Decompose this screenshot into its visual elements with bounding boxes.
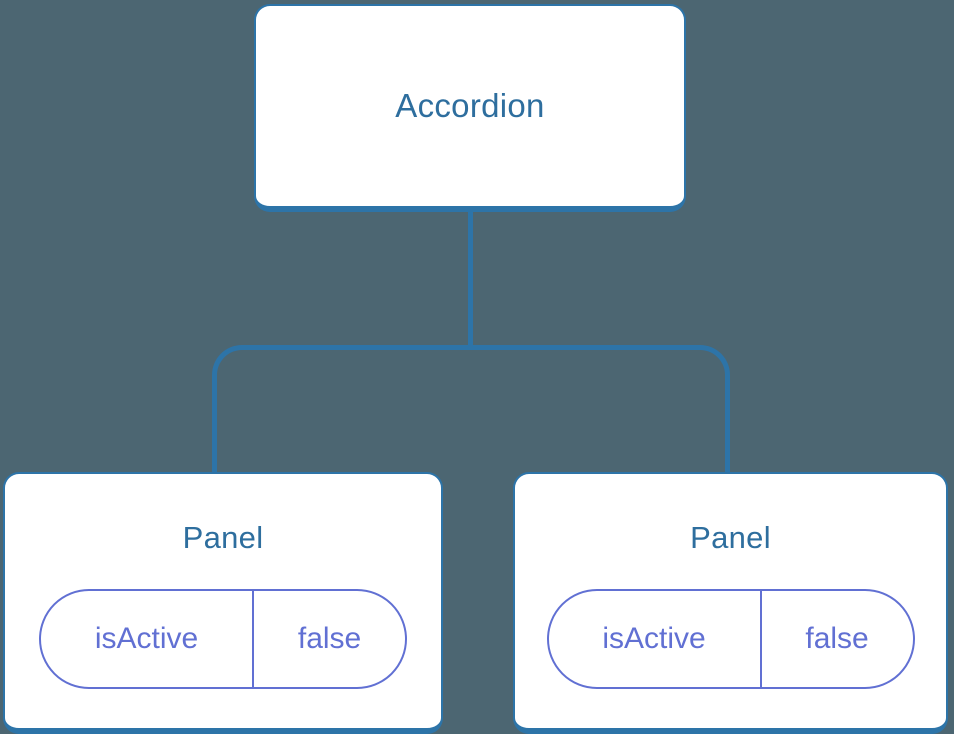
panel-node-right: Panel isActive false [513,472,948,734]
state-key: isActive [602,622,706,655]
state-key: isActive [94,622,199,655]
connector-bracket [212,345,730,472]
connector-stem [468,210,473,348]
state-value: false [759,591,913,687]
panel-node-label: Panel [690,520,771,555]
state-pill: isActive false [546,589,915,689]
accordion-node: Accordion [254,4,686,212]
accordion-node-label: Accordion [395,87,545,124]
state-value: false [252,591,405,687]
state-pill: isActive false [39,589,407,689]
panel-node-label: Panel [182,520,264,555]
panel-node-left: Panel isActive false [3,472,443,734]
